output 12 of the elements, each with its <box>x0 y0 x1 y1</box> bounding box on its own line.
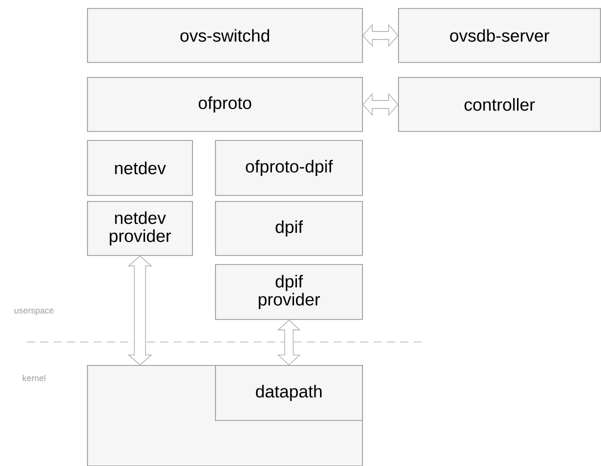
region-label: kernel <box>22 374 46 382</box>
process-box: netdev provider <box>87 200 193 256</box>
process-box: ofproto-dpif <box>215 140 363 196</box>
process-box: controller <box>398 76 601 132</box>
process-box: ovs-switchd <box>87 8 363 63</box>
process-box: ofproto <box>87 76 363 132</box>
process-box: dpif <box>215 200 363 256</box>
region-label: userspace <box>14 308 54 316</box>
process-box: datapath <box>215 364 363 421</box>
process-box: netdev <box>87 140 193 196</box>
process-box: dpif provider <box>215 264 363 320</box>
process-box: ovsdb-server <box>398 8 601 63</box>
